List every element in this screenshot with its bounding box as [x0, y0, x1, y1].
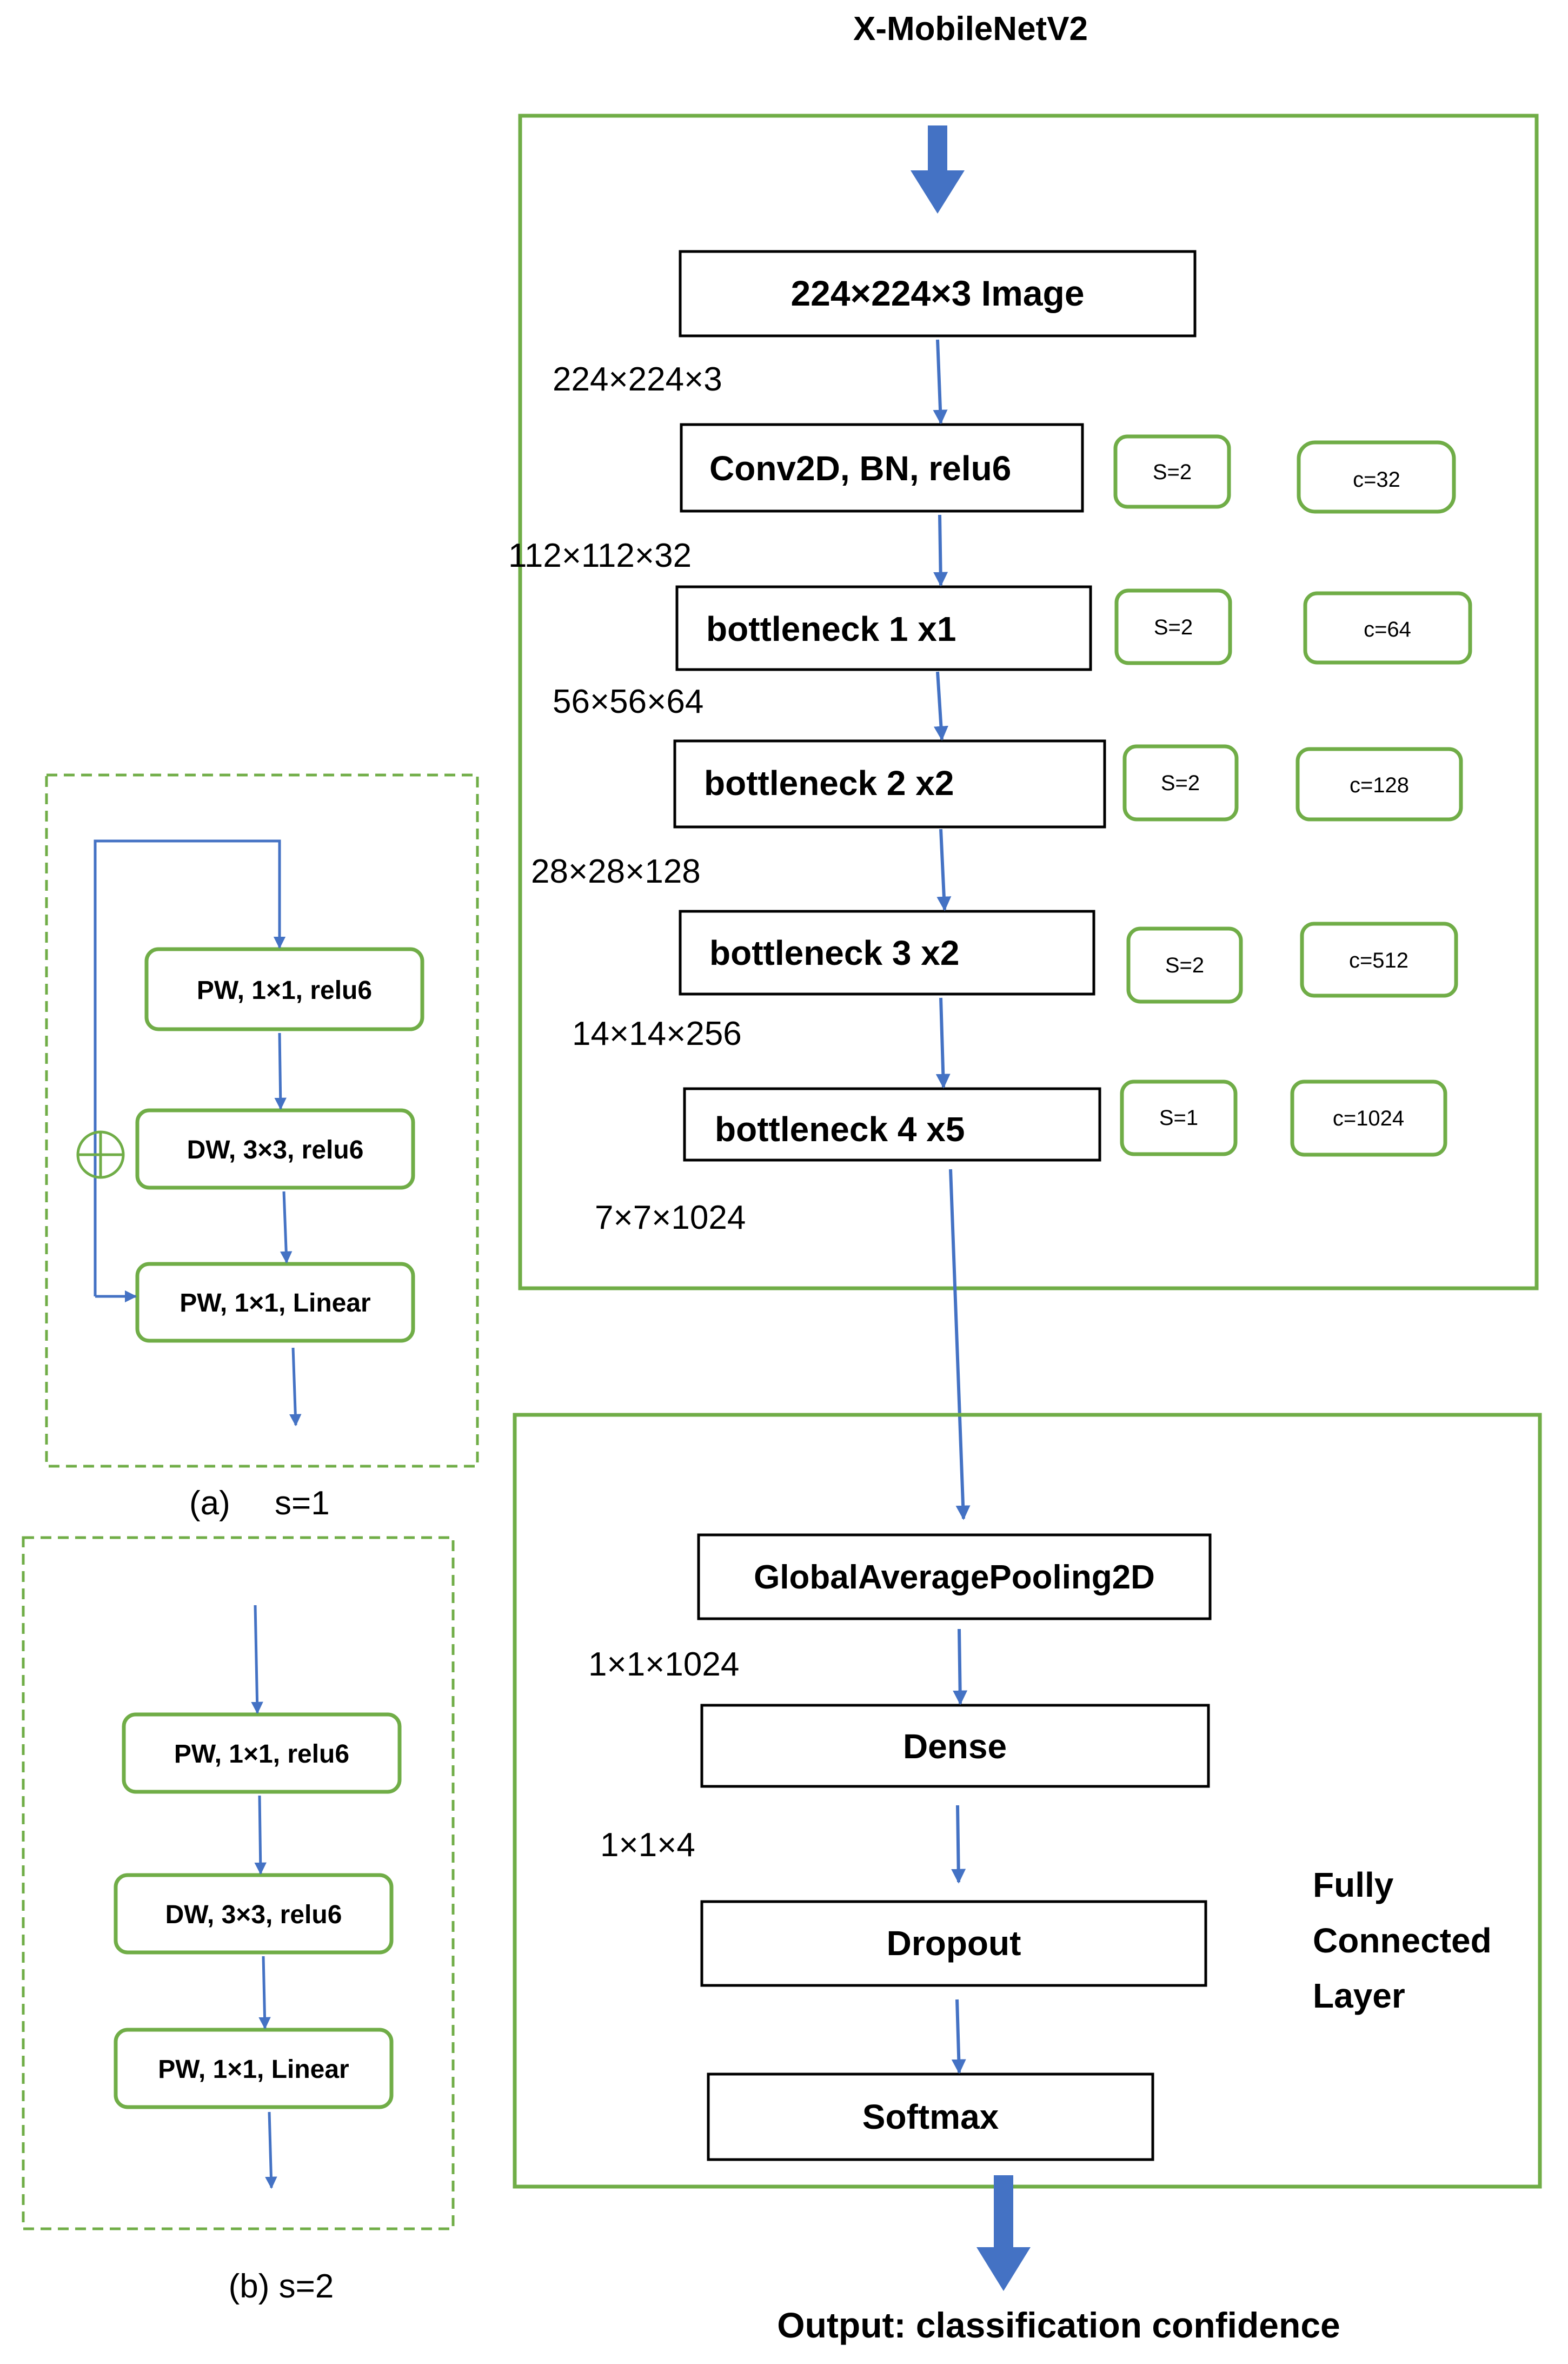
block-a-residual-connection: [94, 839, 286, 1296]
bottleneck-4-stride-label: S=1: [1159, 1106, 1198, 1130]
input-image-box: [679, 250, 1197, 337]
block-a-dw-label: DW, 3×3, relu6: [187, 1136, 364, 1164]
arrow-gap-to-dense: [953, 1628, 968, 1705]
bottleneck-2-box: [673, 739, 1106, 829]
bottleneck-4-channels-label: c=1024: [1333, 1107, 1404, 1130]
fc-label-line-3: Layer: [1313, 1976, 1405, 2015]
conv2d-channels-badge: [1297, 440, 1456, 514]
block-b-arrow-out: [265, 2111, 277, 2189]
block-b-frame: [22, 1536, 455, 2230]
block-a-caption-a: (a): [189, 1485, 230, 1522]
block-a-arrows: [94, 839, 302, 1427]
arrow-dense-to-dropout: [951, 1805, 966, 1884]
conv2d-channels-label: c=32: [1353, 468, 1400, 492]
block-a-pw2-box: [135, 1262, 415, 1343]
gap-label: GlobalAveragePooling2D: [754, 1559, 1155, 1596]
block-a-arrow-2: [280, 1191, 293, 1264]
block-b-caption: (b) s=2: [229, 2268, 334, 2305]
softmax-label: Softmax: [862, 2097, 999, 2136]
bottleneck-2-stride-badge: [1122, 744, 1239, 822]
dense-box: [700, 1704, 1210, 1788]
arrow-b3-to-b4: [935, 997, 951, 1089]
block-b-dw-label: DW, 3×3, relu6: [165, 1901, 342, 1929]
block-a-pw2-label: PW, 1×1, Linear: [180, 1289, 370, 1317]
bottleneck-1-label: bottleneck 1 x1: [706, 610, 956, 648]
arrow-dropout-to-softmax: [951, 1999, 966, 2074]
input-image-label: 224×224×3 Image: [790, 273, 1084, 313]
dropout-label: Dropout: [887, 1924, 1021, 1963]
block-b-pw1-label: PW, 1×1, relu6: [174, 1740, 349, 1769]
bottleneck-3-stride-label: S=2: [1165, 953, 1204, 977]
arrow-b4-to-gap: [949, 1169, 971, 1520]
conv2d-label: Conv2D, BN, relu6: [709, 449, 1011, 488]
fc-label-line-1: Fully: [1313, 1865, 1394, 1904]
bottleneck-4-label: bottleneck 4 x5: [715, 1110, 965, 1149]
dim-1x1x4: 1×1×4: [600, 1826, 695, 1864]
dim-14x14x256: 14×14×256: [572, 1015, 742, 1052]
block-b-arrow-in: [251, 1605, 263, 1714]
bottleneck-4-box: [683, 1087, 1101, 1162]
bottleneck-4-channels-badge: [1290, 1080, 1447, 1157]
feature-extractor-frame: [518, 114, 1539, 1290]
bottleneck-2-channels-badge: [1295, 747, 1463, 822]
dim-56x56x64: 56×56×64: [553, 683, 703, 720]
block-b-pw1-box: [122, 1712, 402, 1794]
output-label: Output: classification confidence: [777, 2305, 1340, 2345]
block-b-arrows: [251, 1605, 277, 2189]
block-a-pw1-box: [144, 947, 424, 1031]
dense-label: Dense: [903, 1727, 1007, 1766]
dim-7x7x1024: 7×7×1024: [595, 1199, 746, 1236]
bottleneck-1-channels-label: c=64: [1364, 618, 1411, 641]
block-a-arrow-out: [289, 1347, 302, 1427]
conv2d-stride-badge: [1113, 434, 1231, 509]
block-a-caption-s: s=1: [275, 1485, 330, 1522]
block-a-arrow-1: [274, 1032, 287, 1110]
bottleneck-1-stride-badge: [1114, 588, 1232, 665]
bottleneck-1-stride-label: S=2: [1154, 615, 1193, 639]
output-arrow: [976, 2175, 1031, 2291]
dropout-box: [700, 1900, 1207, 1987]
bottleneck-3-label: bottleneck 3 x2: [709, 933, 959, 972]
diagram-title: X-MobileNetV2: [853, 10, 1088, 48]
block-b-arrow-1: [254, 1795, 267, 1875]
bottleneck-3-box: [679, 910, 1095, 996]
bottleneck-2-stride-label: S=2: [1161, 771, 1200, 795]
block-a-dw-box: [135, 1108, 415, 1190]
fc-flow-arrows: [951, 1628, 968, 2074]
add-icon: [76, 1130, 125, 1179]
softmax-box: [707, 2072, 1154, 2161]
input-arrow: [911, 125, 965, 214]
arrow-b1-to-b2: [933, 671, 948, 741]
block-b-pw2-label: PW, 1×1, Linear: [158, 2055, 349, 2084]
main-flow-arrows: [933, 339, 971, 1520]
fc-label-line-2: Connected: [1313, 1921, 1492, 1960]
bottleneck-1-box: [675, 585, 1092, 671]
bottleneck-3-stride-badge: [1126, 926, 1243, 1004]
arrow-conv-to-b1: [933, 514, 948, 587]
fully-connected-frame: [513, 1413, 1542, 2189]
bottleneck-3-channels-badge: [1300, 922, 1458, 998]
block-a-frame: [45, 773, 479, 1468]
bottleneck-4-stride-badge: [1120, 1080, 1238, 1156]
conv2d-stride-label: S=2: [1153, 460, 1192, 484]
dim-1x1x1024: 1×1×1024: [588, 1646, 739, 1683]
bottleneck-2-label: bottleneck 2 x2: [704, 764, 954, 803]
dim-28x28x128: 28×28×128: [531, 853, 701, 890]
block-b-dw-box: [114, 1873, 394, 1955]
dim-224x224x3: 224×224×3: [553, 361, 722, 398]
dim-112x112x32: 112×112×32: [508, 537, 692, 574]
bottleneck-3-channels-label: c=512: [1349, 949, 1408, 972]
arrow-image-to-conv: [933, 339, 948, 425]
block-a-pw1-label: PW, 1×1, relu6: [197, 976, 372, 1005]
arrow-b2-to-b3: [936, 829, 952, 911]
block-b-arrow-2: [258, 1956, 271, 2030]
conv2d-box: [680, 423, 1084, 513]
gap-box: [697, 1533, 1212, 1620]
bottleneck-1-channels-badge: [1303, 591, 1472, 665]
block-b-pw2-box: [114, 2028, 394, 2109]
bottleneck-2-channels-label: c=128: [1350, 773, 1409, 797]
